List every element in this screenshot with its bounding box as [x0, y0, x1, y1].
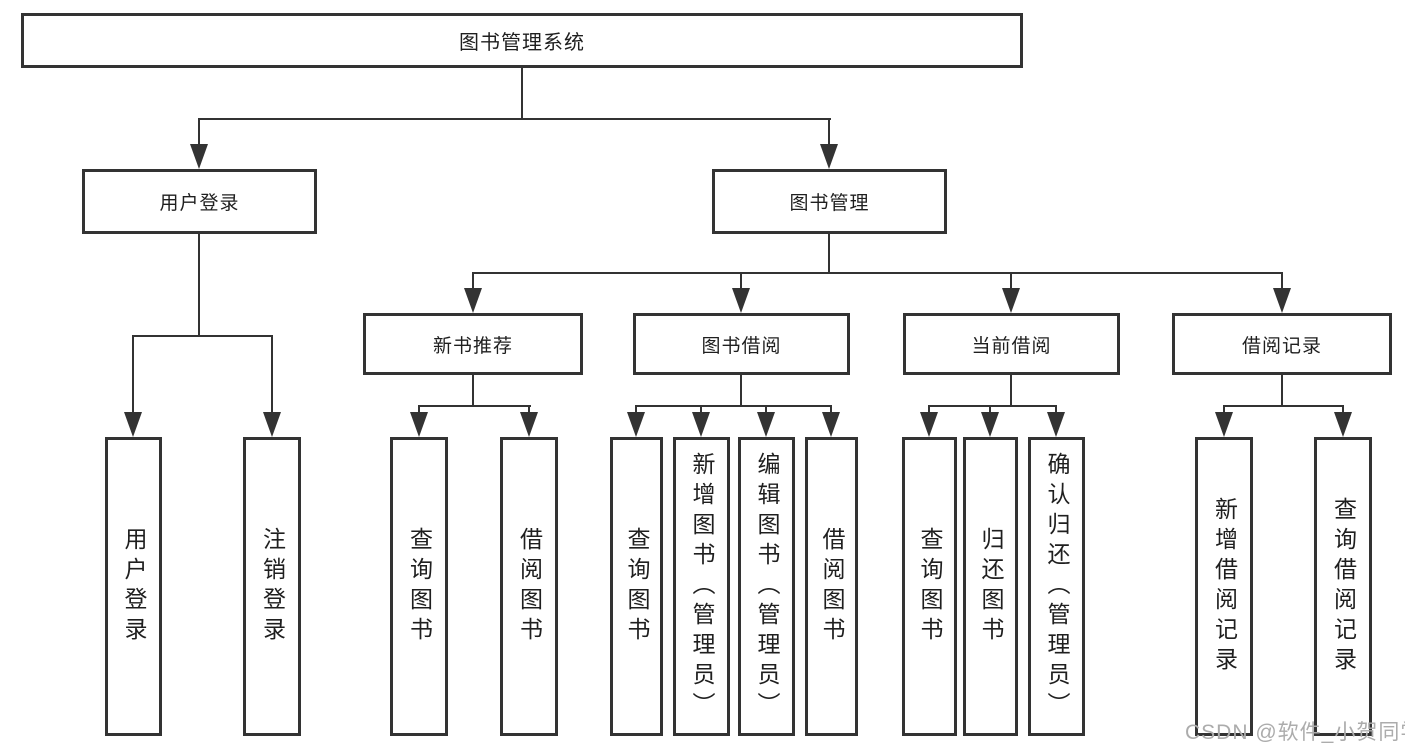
leaf-bb-query-book: 查询图书: [610, 437, 663, 736]
arrowhead-bb-query: [627, 412, 645, 437]
connector-drop-book-borrow: [740, 272, 742, 292]
arrowhead-borrow-record: [1273, 288, 1291, 313]
connector-user-login-rail: [132, 335, 273, 337]
node-library-system-label: 图书管理系统: [459, 32, 585, 54]
connector-root-rail: [198, 118, 831, 120]
node-library-system: 图书管理系统: [21, 13, 1023, 68]
arrowhead-cb-return: [981, 412, 999, 437]
node-current-borrow-label: 当前借阅: [971, 335, 1052, 357]
connector-book-borrow-stem: [740, 375, 742, 406]
leaf-bb-add-book-admin: 新增图书（管理员）: [673, 437, 730, 736]
leaf-cb-confirm-return-admin: 确认归还（管理员）: [1028, 437, 1085, 736]
arrowhead-bb-edit: [757, 412, 775, 437]
leaf-bb-edit-book-admin: 编辑图书（管理员）: [738, 437, 795, 736]
leaf-nb-borrow-book: 借阅图书: [500, 437, 558, 736]
leaf-cb-query-book: 查询图书: [902, 437, 957, 736]
leaf-bb-edit-book-admin-label: 编辑图书（管理员）: [754, 451, 780, 722]
node-book-mgmt-group-label: 图书管理: [789, 193, 870, 214]
leaf-bb-query-book-label: 查询图书: [624, 526, 650, 647]
connector-borrow-record-rail: [1223, 405, 1344, 407]
node-new-book-recommend: 新书推荐: [363, 313, 583, 375]
arrowhead-nb-borrow: [520, 412, 538, 437]
arrowhead-leaf-logout: [263, 412, 281, 437]
node-new-book-recommend-label: 新书推荐: [432, 335, 513, 357]
node-borrow-record: 借阅记录: [1172, 313, 1392, 375]
connector-current-borrow-stem: [1010, 375, 1012, 406]
leaf-nb-query-book-label: 查询图书: [406, 526, 433, 647]
arrowhead-book-borrow: [732, 288, 750, 313]
connector-new-book-rail: [418, 405, 531, 407]
connector-book-borrow-rail: [635, 405, 832, 407]
connector-drop-br-query: [1342, 405, 1344, 417]
leaf-bb-borrow-book: 借阅图书: [805, 437, 858, 736]
leaf-br-query-record-label: 查询借阅记录: [1330, 496, 1357, 677]
connector-drop-cb-confirm: [1055, 405, 1057, 417]
connector-drop-leaf-logout: [271, 335, 273, 417]
leaf-cb-query-book-label: 查询图书: [917, 526, 943, 647]
node-book-borrow-label: 图书借阅: [701, 335, 782, 357]
connector-drop-user-login: [198, 118, 200, 148]
arrowhead-nb-query: [410, 412, 428, 437]
connector-drop-leaf-login: [132, 335, 134, 417]
connector-root-stem: [521, 68, 523, 118]
leaf-bb-add-book-admin-label: 新增图书（管理员）: [689, 451, 715, 722]
connector-drop-bb-add: [700, 405, 702, 417]
node-book-borrow: 图书借阅: [633, 313, 850, 375]
arrowhead-bb-add: [692, 412, 710, 437]
arrowhead-current-borrow: [1002, 288, 1020, 313]
connector-user-login-stem: [198, 234, 200, 335]
leaf-br-query-record: 查询借阅记录: [1314, 437, 1372, 736]
arrowhead-bb-borrow: [822, 412, 840, 437]
connector-drop-bb-borrow: [830, 405, 832, 417]
connector-drop-cb-return: [989, 405, 991, 417]
connector-drop-nb-borrow: [528, 405, 530, 417]
arrowhead-book-mgmt: [820, 144, 838, 169]
leaf-user-login-label: 用户登录: [121, 526, 147, 647]
node-user-login-group: 用户登录: [82, 169, 317, 234]
connector-book-mgmt-rail: [472, 272, 1283, 274]
connector-drop-br-add: [1223, 405, 1225, 417]
leaf-bb-borrow-book-label: 借阅图书: [819, 526, 845, 647]
leaf-nb-borrow-book-label: 借阅图书: [516, 526, 543, 647]
leaf-logout-label: 注销登录: [259, 526, 286, 647]
leaf-br-add-record: 新增借阅记录: [1195, 437, 1253, 736]
arrowhead-br-query: [1334, 412, 1352, 437]
connector-drop-book-mgmt: [828, 118, 830, 148]
arrowhead-leaf-login: [124, 412, 142, 437]
connector-drop-current-borrow: [1010, 272, 1012, 292]
connector-book-mgmt-stem: [828, 234, 830, 274]
arrowhead-cb-confirm: [1047, 412, 1065, 437]
arrowhead-new-book: [464, 288, 482, 313]
leaf-cb-return-book-label: 归还图书: [978, 526, 1004, 647]
connector-drop-bb-query: [635, 405, 637, 417]
connector-drop-nb-query: [418, 405, 420, 417]
leaf-cb-confirm-return-admin-label: 确认归还（管理员）: [1044, 451, 1070, 722]
connector-drop-bb-edit: [765, 405, 767, 417]
node-borrow-record-label: 借阅记录: [1241, 335, 1322, 357]
arrowhead-user-login: [190, 144, 208, 169]
leaf-nb-query-book: 查询图书: [390, 437, 448, 736]
arrowhead-br-add: [1215, 412, 1233, 437]
connector-drop-borrow-record: [1281, 272, 1283, 292]
connector-new-book-stem: [472, 375, 474, 406]
node-user-login-group-label: 用户登录: [159, 193, 240, 214]
node-current-borrow: 当前借阅: [903, 313, 1120, 375]
leaf-br-add-record-label: 新增借阅记录: [1211, 496, 1238, 677]
arrowhead-cb-query: [920, 412, 938, 437]
connector-drop-new-book: [472, 272, 474, 292]
csdn-watermark: CSDN @软件_小贺同学: [1185, 721, 1405, 744]
connector-current-borrow-rail: [928, 405, 1057, 407]
connector-drop-cb-query: [928, 405, 930, 417]
connector-borrow-record-stem: [1281, 375, 1283, 406]
leaf-logout: 注销登录: [243, 437, 301, 736]
leaf-user-login: 用户登录: [105, 437, 162, 736]
node-book-mgmt-group: 图书管理: [712, 169, 947, 234]
leaf-cb-return-book: 归还图书: [963, 437, 1018, 736]
